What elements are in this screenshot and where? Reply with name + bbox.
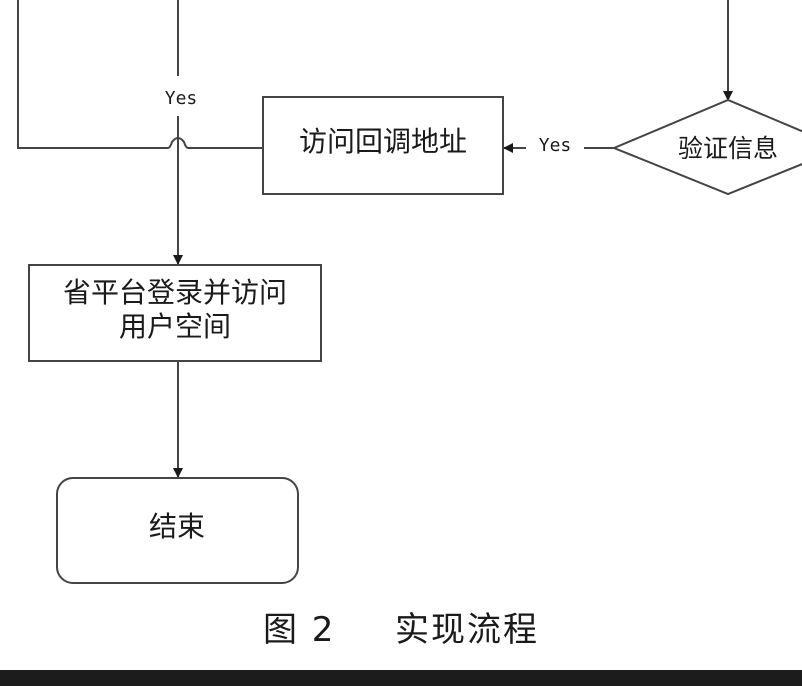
edge-label-yes-right: Yes: [539, 135, 572, 156]
process-login-user-space: [28, 264, 322, 362]
process-visit-callback-label: 访问回调地址: [299, 125, 467, 158]
terminator-end-label: 结束: [149, 510, 205, 543]
process-login-line2: 用户空间: [119, 310, 231, 343]
process-visit-callback: [262, 96, 504, 195]
figure-title: 实现流程: [395, 610, 540, 650]
edge-label-yes-top: Yes: [165, 88, 198, 109]
connector-left-loop: [17, 0, 168, 149]
figure-number: 图 2: [262, 610, 336, 650]
bottom-bar: [0, 670, 802, 686]
decision-verify-info: [611, 98, 802, 196]
process-login-line1: 省平台登录并访问: [63, 276, 287, 309]
decision-verify-info-label: 验证信息: [678, 134, 778, 163]
terminator-end: [56, 477, 299, 584]
figure-caption: 图 2 实现流程: [0, 602, 802, 651]
